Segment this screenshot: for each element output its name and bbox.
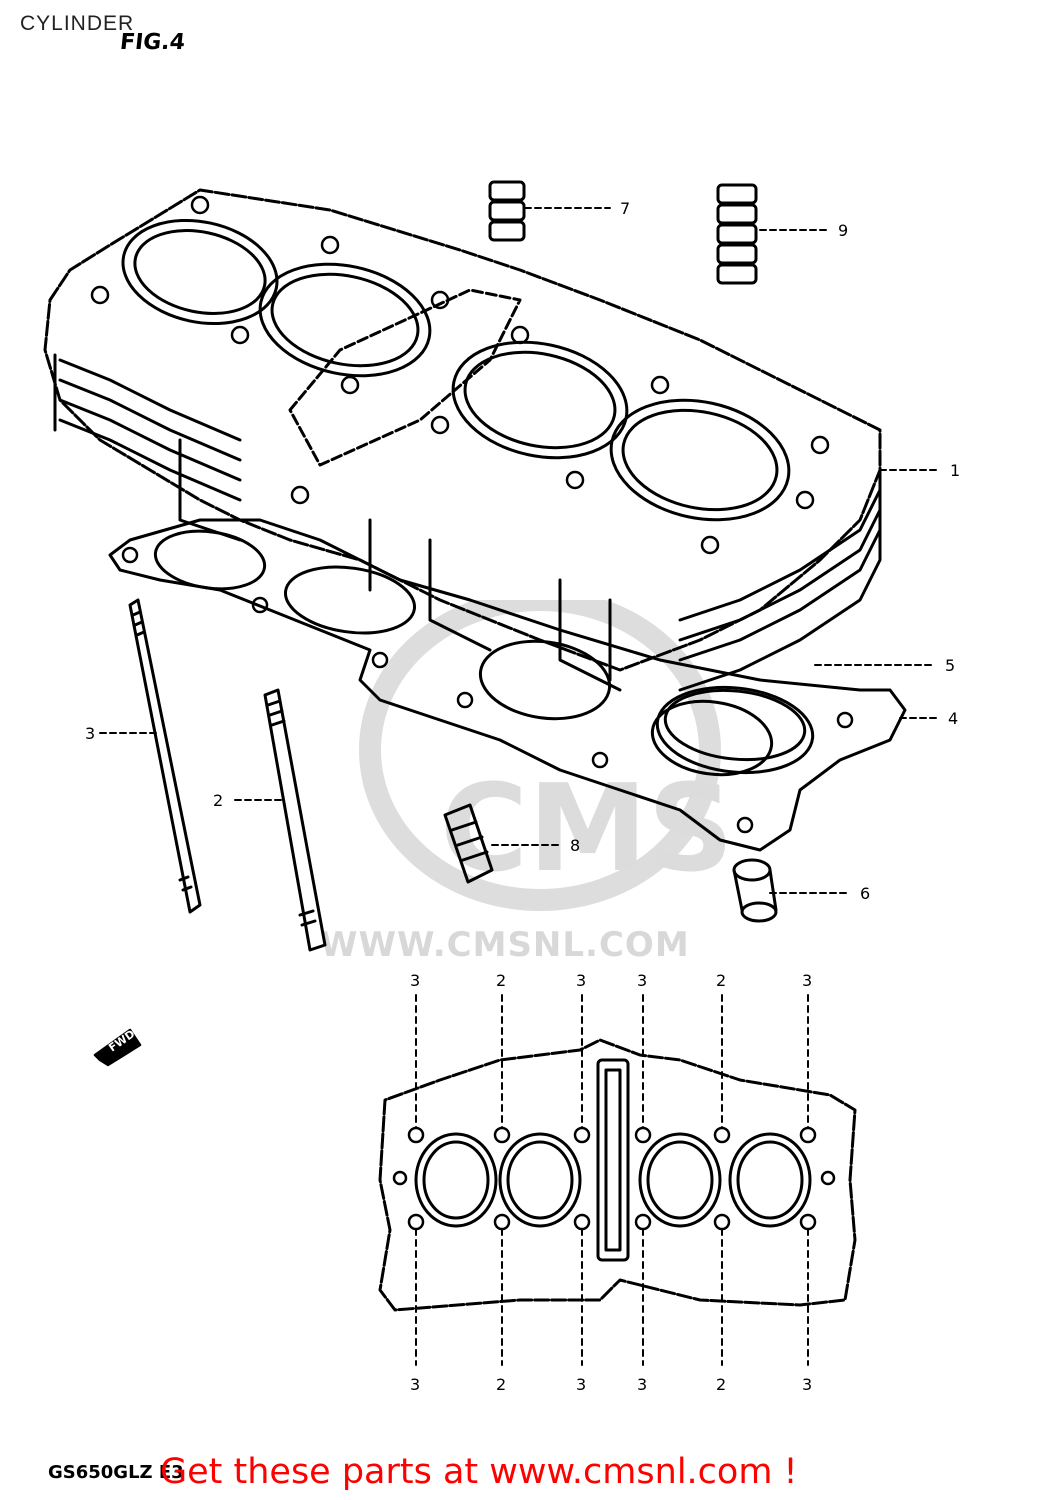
- leader-lines: [99, 207, 941, 894]
- callout-3: 3: [85, 724, 95, 743]
- callout-4: 4: [948, 709, 958, 728]
- fwd-arrow: [93, 1028, 142, 1067]
- model-code: GS650GLZ E3: [48, 1462, 184, 1483]
- bolt-label-bottom-1: 3: [410, 1375, 420, 1394]
- callout-6: 6: [860, 884, 870, 903]
- watermark-url: WWW.CMSNL.COM: [320, 925, 690, 965]
- callout-5: 5: [945, 656, 955, 675]
- footer-cta-link[interactable]: Get these parts at www.cmsnl.com !: [160, 1452, 798, 1492]
- dowel-pin: [732, 858, 778, 923]
- bolt-label-top-5: 2: [716, 971, 726, 990]
- stud-short: [263, 688, 327, 952]
- bolt-label-top-6: 3: [802, 971, 812, 990]
- callout-1: 1: [950, 461, 960, 480]
- callout-8: 8: [570, 836, 580, 855]
- damper-rubber-9: [716, 183, 758, 285]
- bolt-label-bottom-2: 2: [496, 1375, 506, 1394]
- o-ring: [655, 685, 815, 775]
- callout-2: 2: [213, 791, 223, 810]
- bolt-label-top-1: 3: [410, 971, 420, 990]
- bolt-pattern-view: [378, 994, 857, 1366]
- damper-rubber-7: [488, 180, 526, 242]
- bolt-label-top-2: 2: [496, 971, 506, 990]
- bolt-label-bottom-4: 3: [637, 1375, 647, 1394]
- callout-9: 9: [838, 221, 848, 240]
- bolt-label-top-3: 3: [576, 971, 586, 990]
- stud-long: [128, 598, 202, 914]
- bolt-label-top-4: 3: [637, 971, 647, 990]
- base-gasket: [108, 518, 907, 852]
- cylinder-block: [43, 188, 882, 692]
- bolt-label-bottom-3: 3: [576, 1375, 586, 1394]
- callout-7: 7: [620, 199, 630, 218]
- damper-rubber-8: [443, 803, 494, 884]
- bolt-label-bottom-5: 2: [716, 1375, 726, 1394]
- page-title: CYLINDER: [20, 12, 135, 35]
- bolt-label-bottom-6: 3: [802, 1375, 812, 1394]
